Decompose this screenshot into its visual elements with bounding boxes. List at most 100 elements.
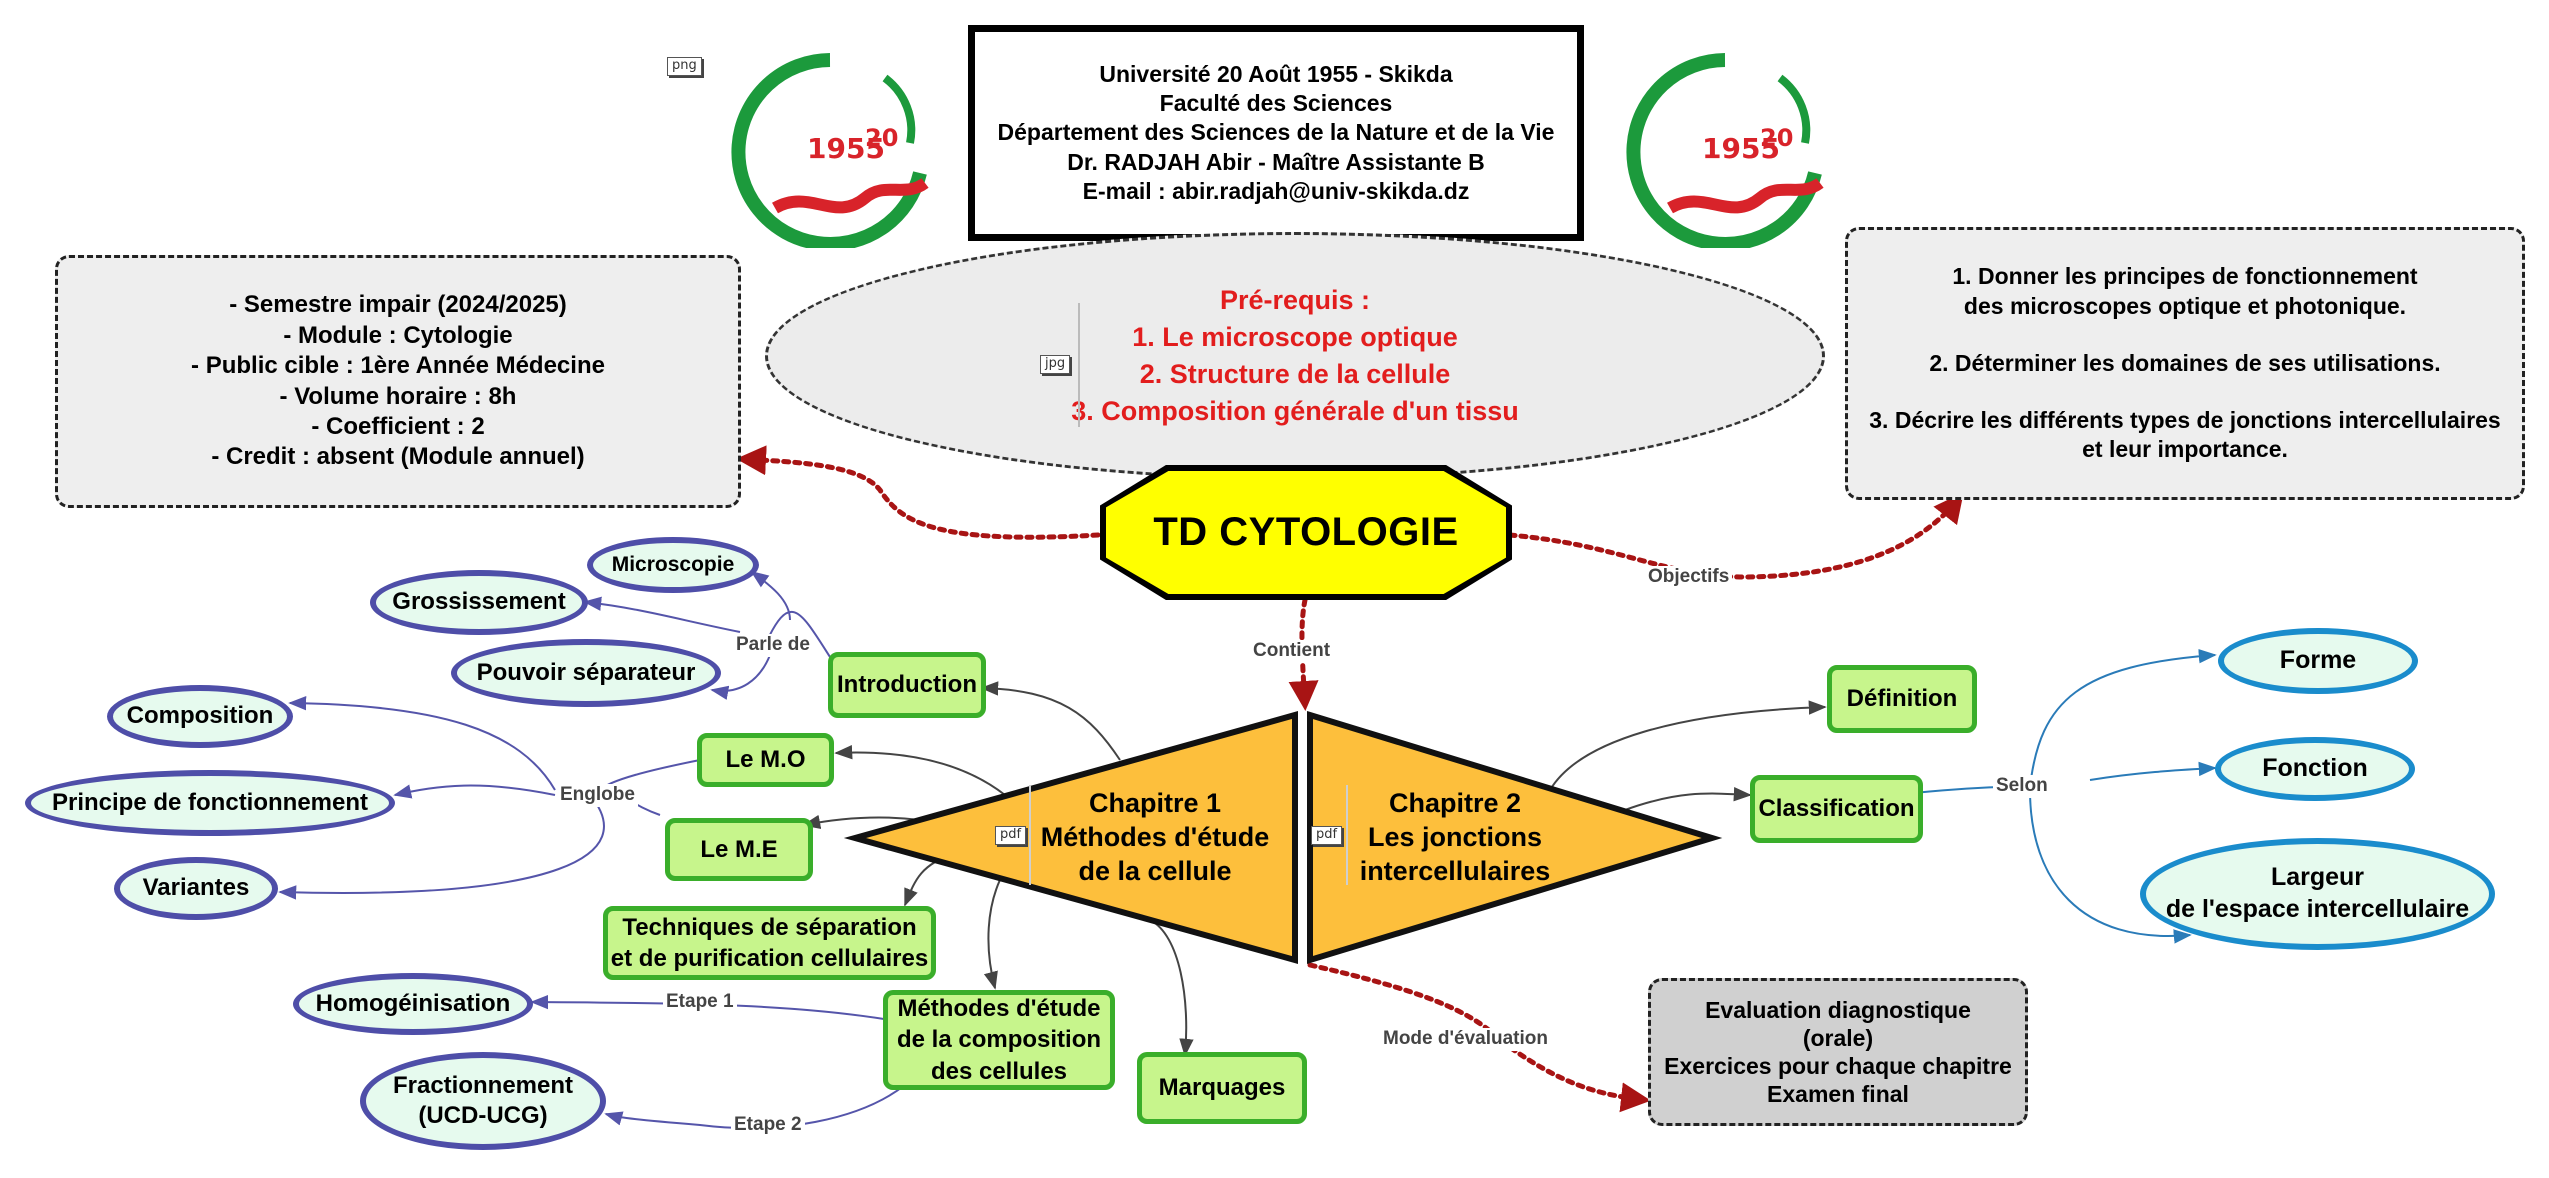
objective-3-line-1: 3. Décrire les différents types de jonct… xyxy=(1869,407,2501,434)
criterion-forme[interactable]: Forme xyxy=(2218,628,2418,694)
university-logo-left: 1955 20 xyxy=(731,53,929,248)
node-marquages[interactable]: Marquages xyxy=(1137,1052,1307,1124)
link-parle-pouvoir xyxy=(710,654,771,700)
jpg-attachment-icon[interactable]: jpg xyxy=(1040,355,1071,374)
chapter-2[interactable]: Chapitre 2 Les jonctions intercellulaire… xyxy=(1340,787,1570,888)
link-parle-de xyxy=(764,610,831,658)
criterion-largeur-line-2: de l'espace intercellulaire xyxy=(2165,895,2470,923)
criterion-fonction[interactable]: Fonction xyxy=(2215,737,2415,801)
link-englobe-principe xyxy=(393,784,556,799)
prerequisites-ellipse: Pré-requis : 1. Le microscope optique 2.… xyxy=(765,232,1825,480)
svg-text:1955: 1955 xyxy=(807,132,885,165)
node-le-me[interactable]: Le M.E xyxy=(665,818,813,881)
chapter-2-number: Chapitre 2 xyxy=(1388,788,1522,818)
info-hours: - Volume horaire : 8h xyxy=(279,382,517,410)
node-methodes-composition[interactable]: Méthodes d'étude de la composition des c… xyxy=(883,990,1115,1090)
step-fractionnement-line-1: Fractionnement xyxy=(392,1071,574,1099)
link-ch1-me xyxy=(802,814,921,829)
svg-text:20: 20 xyxy=(1760,124,1793,152)
criterion-largeur[interactable]: Largeur de l'espace intercellulaire xyxy=(2140,838,2495,950)
node-classification-label: Classification xyxy=(1758,795,1915,823)
node-marquages-label: Marquages xyxy=(1158,1074,1286,1102)
header-email: E-mail : abir.radjah@univ-skikda.dz xyxy=(1082,177,1470,204)
topic-microscopie-label: Microscopie xyxy=(611,552,735,576)
link-englobe-variantes xyxy=(278,794,605,900)
criterion-fonction-label: Fonction xyxy=(2262,754,2368,783)
topic-composition[interactable]: Composition xyxy=(107,685,293,748)
node-techniques[interactable]: Techniques de séparation et de purificat… xyxy=(603,906,936,980)
chapter-2-title-1: Les jonctions xyxy=(1367,821,1543,852)
objectives-box: 1. Donner les principes de fonctionnemen… xyxy=(1845,227,2525,500)
link-ch1-methodes xyxy=(983,869,1006,990)
topic-grossissement[interactable]: Grossissement xyxy=(370,570,588,635)
header-university: Université 20 Août 1955 - Skikda xyxy=(1099,60,1453,87)
info-audience: - Public cible : 1ère Année Médecine xyxy=(191,352,605,380)
png-attachment-icon[interactable]: png xyxy=(667,57,702,76)
header-department: Département des Sciences de la Nature et… xyxy=(997,119,1555,146)
link-parle-microscopie xyxy=(750,570,791,621)
chapter-2-title-2: intercellulaires xyxy=(1359,855,1551,886)
link-ch1-mo xyxy=(834,745,1006,796)
node-le-mo[interactable]: Le M.O xyxy=(697,733,834,787)
step-fractionnement-line-2: (UCD-UCG) xyxy=(418,1102,548,1129)
node-definition-label: Définition xyxy=(1846,685,1958,713)
header-faculty: Faculté des Sciences xyxy=(1159,90,1393,117)
topic-pouvoir-label: Pouvoir séparateur xyxy=(476,658,696,686)
evaluation-line-2: (orale) xyxy=(1802,1024,1874,1051)
chapter-1[interactable]: Chapitre 1 Méthodes d'étude de la cellul… xyxy=(1030,787,1280,888)
chapter-1-title-2: de la cellule xyxy=(1078,855,1232,886)
chapter-1-number: Chapitre 1 xyxy=(1088,788,1222,818)
evaluation-line-3: Exercices pour chaque chapitre xyxy=(1664,1053,2012,1079)
label-etape-2: Etape 2 xyxy=(731,1114,805,1137)
objective-2: 2. Déterminer les domaines de ses utilis… xyxy=(1929,349,2441,376)
label-mode-evaluation: Mode d'évaluation xyxy=(1380,1028,1551,1051)
node-definition[interactable]: Définition xyxy=(1827,665,1977,733)
node-introduction[interactable]: Introduction xyxy=(828,652,986,718)
criterion-largeur-line-1: Largeur xyxy=(2270,863,2365,892)
prereq-item-2: 2. Structure de la cellule xyxy=(1139,359,1451,389)
info-semester: - Semestre impair (2024/2025) xyxy=(229,291,567,319)
label-etape-1: Etape 1 xyxy=(663,991,737,1014)
link-selon-largeur xyxy=(2029,789,2192,944)
topic-principe-fonctionnement[interactable]: Principe de fonctionnement xyxy=(25,770,395,836)
topic-variantes[interactable]: Variantes xyxy=(114,857,278,920)
topic-pouvoir-separateur[interactable]: Pouvoir séparateur xyxy=(451,639,721,707)
chapter-2-shape xyxy=(1307,710,1723,965)
node-methodes-line-1: Méthodes d'étude xyxy=(897,995,1101,1023)
link-etape1 xyxy=(530,994,891,1021)
node-introduction-label: Introduction xyxy=(837,671,977,699)
link-englobe-composition xyxy=(288,696,556,791)
svg-text:1955: 1955 xyxy=(1702,132,1780,165)
evaluation-box: Evaluation diagnostique (orale) Exercice… xyxy=(1648,978,2028,1126)
central-topic[interactable]: TD CYTOLOGIE xyxy=(1100,465,1512,600)
step-homogeneisation-label: Homogéinisation xyxy=(315,989,511,1017)
pdf-attachment-icon[interactable]: pdf xyxy=(1311,826,1343,845)
link-ch1-marquages xyxy=(1149,919,1194,1057)
info-credit: - Credit : absent (Module annuel) xyxy=(211,443,585,471)
svg-text:20: 20 xyxy=(865,124,898,152)
topic-microscopie[interactable]: Microscopie xyxy=(587,537,759,593)
university-header: Université 20 Août 1955 - Skikda Faculté… xyxy=(968,25,1584,241)
node-techniques-line-2: et de purification cellulaires xyxy=(610,945,929,972)
info-coefficient: - Coefficient : 2 xyxy=(311,412,485,440)
prereq-item-1: 1. Le microscope optique xyxy=(1132,322,1458,353)
label-englobe: Englobe xyxy=(557,784,638,807)
topic-grossissement-label: Grossissement xyxy=(392,588,566,616)
criterion-forme-label: Forme xyxy=(2279,646,2357,675)
prereq-title: Pré-requis : xyxy=(1219,285,1371,316)
label-objectifs: Objectifs xyxy=(1645,566,1733,589)
link-ch2-classification xyxy=(1624,786,1752,811)
step-homogeneisation[interactable]: Homogéinisation xyxy=(293,973,533,1035)
step-fractionnement[interactable]: Fractionnement (UCD-UCG) xyxy=(360,1052,606,1150)
topic-principe-label: Principe de fonctionnement xyxy=(51,788,369,816)
label-selon: Selon xyxy=(1993,775,2051,798)
chapter-1-shape xyxy=(843,711,1298,964)
prereq-item-3: 3. Composition générale d'un tissu xyxy=(1071,395,1519,426)
node-classification[interactable]: Classification xyxy=(1750,775,1923,843)
objective-3-line-2: et leur importance. xyxy=(2082,436,2288,463)
pdf-attachment-icon[interactable]: pdf xyxy=(995,826,1027,845)
objective-1-line-1: 1. Donner les principes de fonctionnemen… xyxy=(1952,263,2418,290)
link-selon-forme xyxy=(2029,649,2217,788)
topic-variantes-label: Variantes xyxy=(142,874,250,902)
link-etape2 xyxy=(604,1084,906,1130)
